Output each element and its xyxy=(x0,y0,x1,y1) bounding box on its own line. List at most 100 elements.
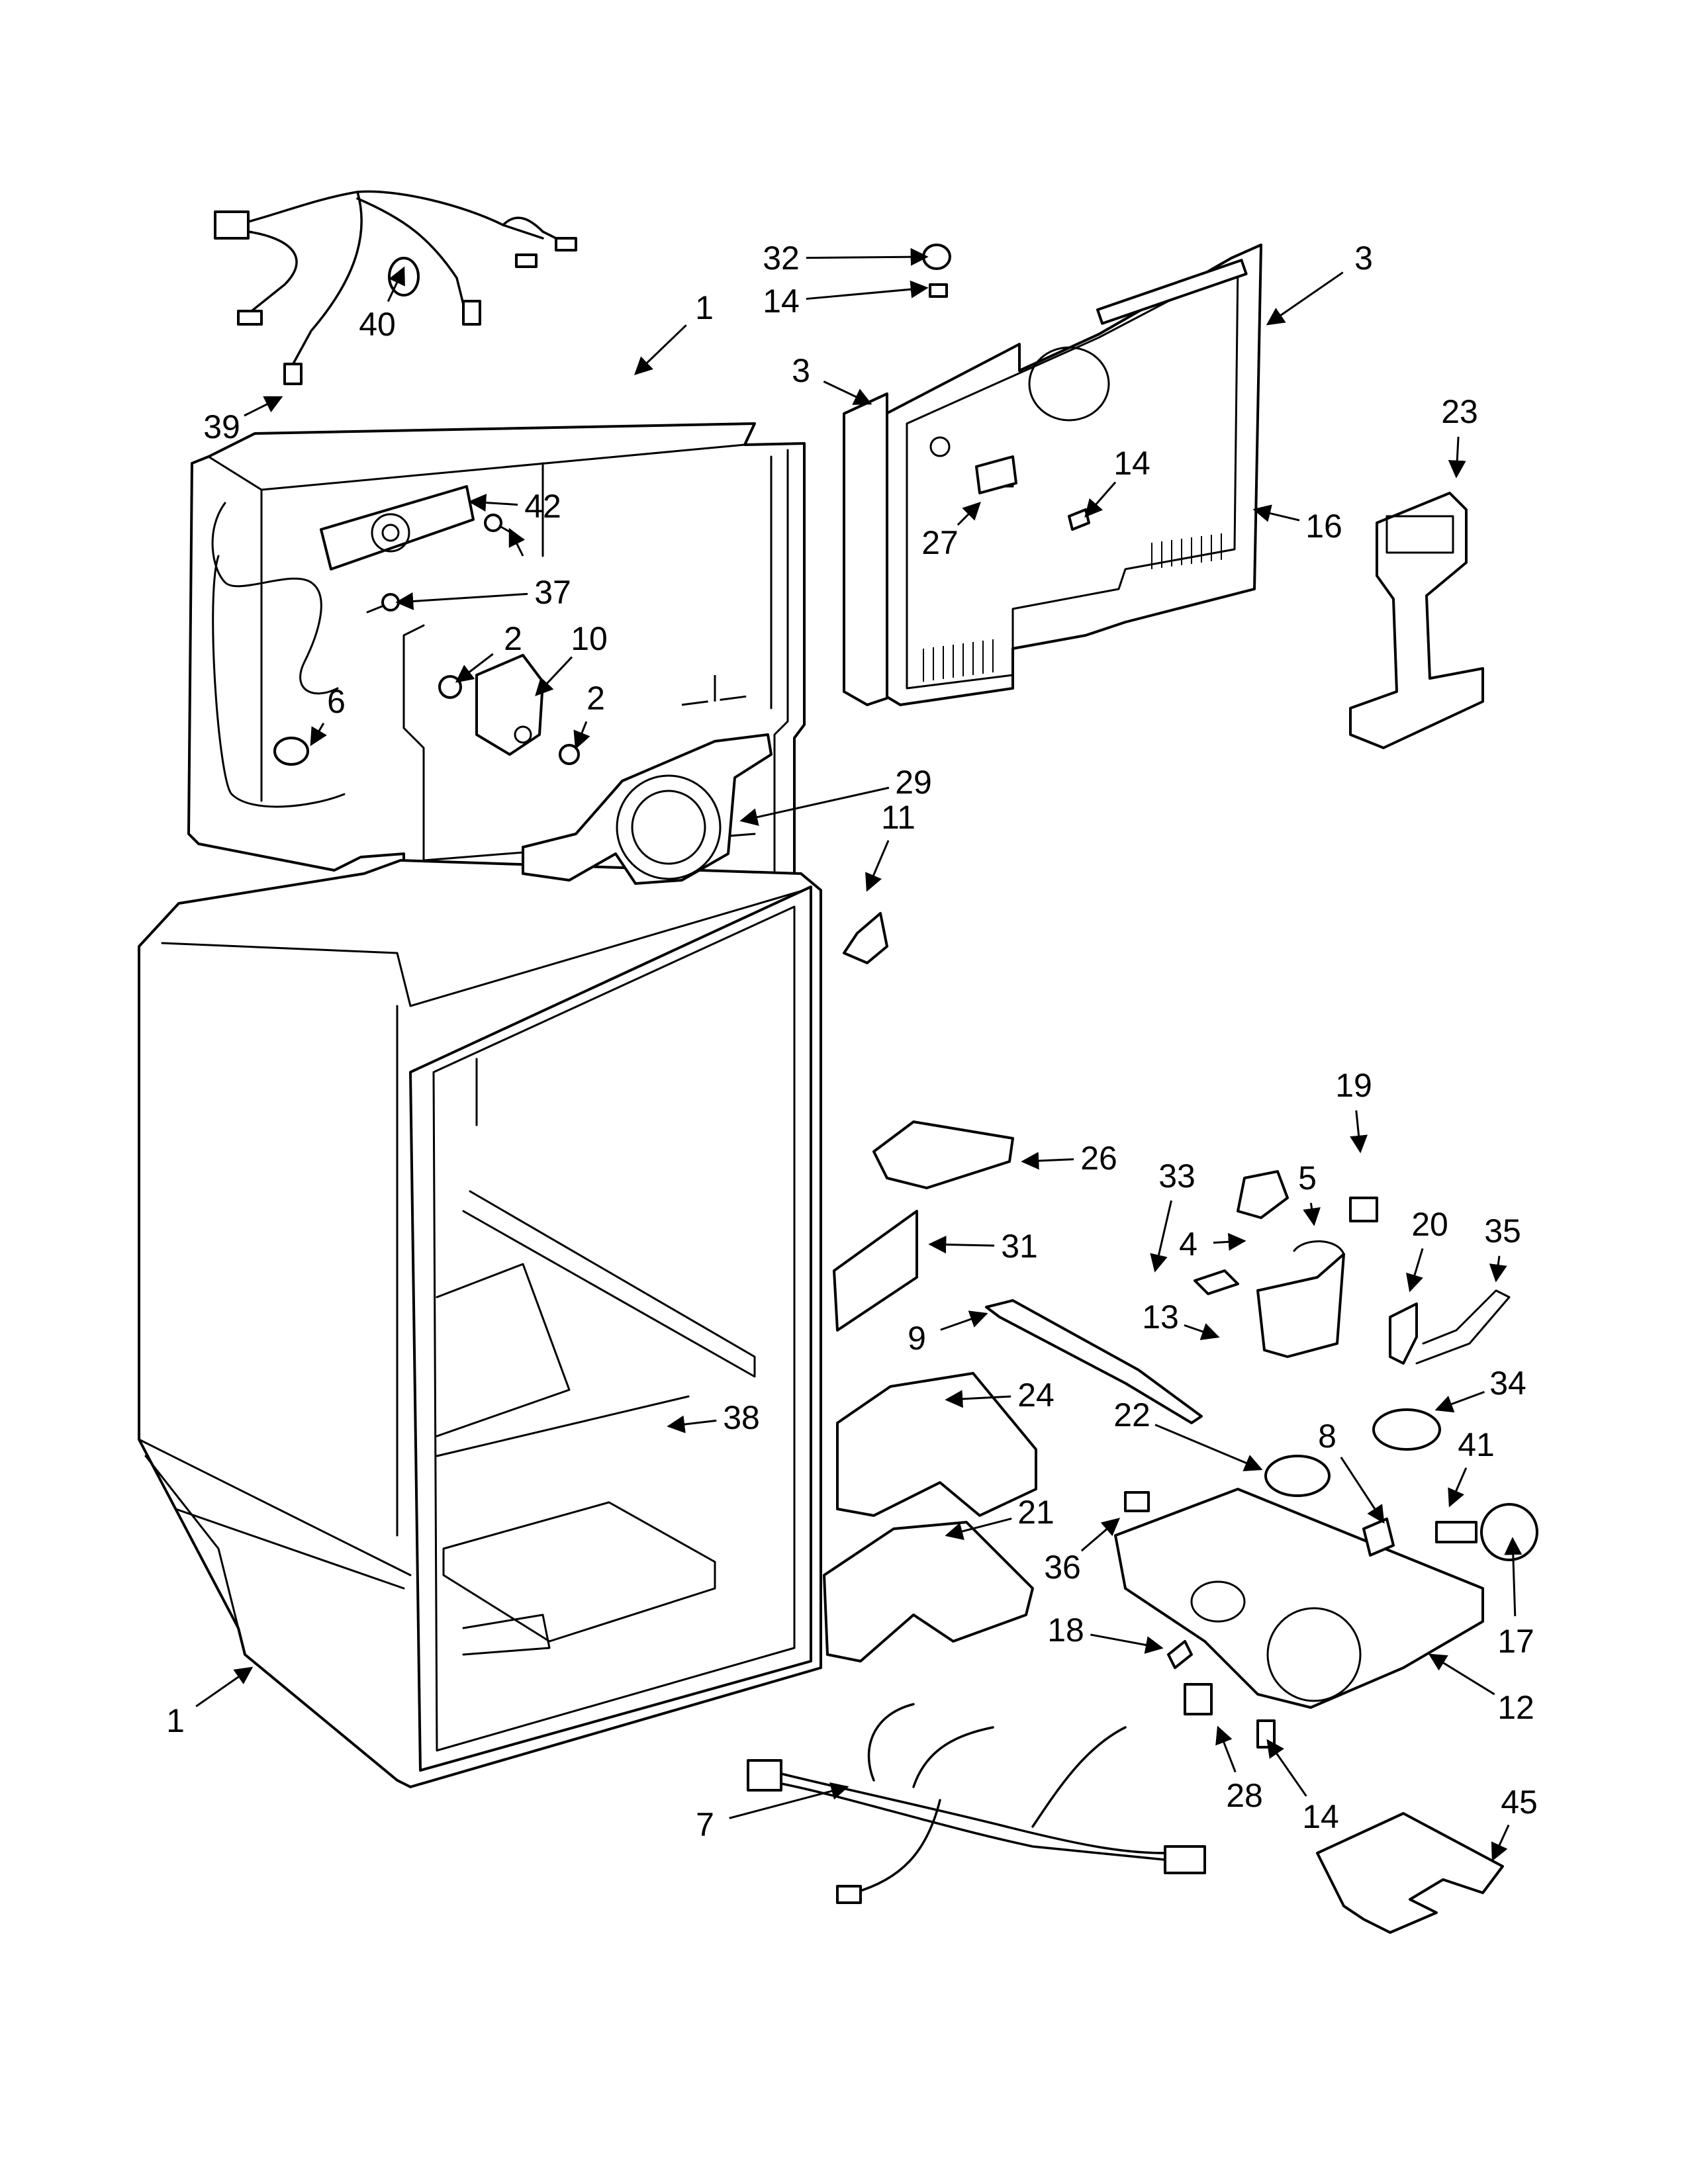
callout-leader xyxy=(1491,1824,1510,1862)
callout-number: 21 xyxy=(1017,1494,1055,1531)
control-bracket xyxy=(320,485,475,570)
label-36 xyxy=(1124,1491,1150,1512)
callout-leader xyxy=(865,840,890,892)
callout-c33: 33 xyxy=(1150,1158,1196,1273)
callout-number: 37 xyxy=(534,574,571,611)
callout-leader xyxy=(1428,1653,1495,1696)
callout-number: 26 xyxy=(1080,1140,1117,1177)
clip-5 xyxy=(1293,1240,1345,1255)
knob-2a xyxy=(438,675,462,699)
screw-14a xyxy=(929,283,948,298)
callout-c5: 5 xyxy=(1298,1160,1321,1226)
callout-leader xyxy=(1504,1537,1523,1617)
socket-4 xyxy=(1237,1170,1289,1219)
evaporator-cover xyxy=(843,244,1262,706)
callout-c14c: 14 xyxy=(1266,1739,1339,1835)
lamp-socket-22 xyxy=(1264,1455,1331,1497)
callout-c2a: 2 xyxy=(455,620,522,683)
callout-c12: 12 xyxy=(1428,1653,1534,1726)
callout-leader xyxy=(1080,1518,1121,1552)
callout-c3b: 3 xyxy=(792,352,872,405)
callout-number: 31 xyxy=(1001,1228,1038,1265)
callout-leader xyxy=(1090,1633,1164,1654)
callout-number: 27 xyxy=(921,524,959,561)
callout-number: 24 xyxy=(1017,1377,1055,1414)
callout-leader xyxy=(928,1236,995,1254)
callout-c38: 38 xyxy=(667,1399,760,1436)
air-duct xyxy=(1349,492,1484,749)
callout-c24: 24 xyxy=(945,1377,1055,1414)
callout-leader xyxy=(1252,504,1300,522)
callout-number: 45 xyxy=(1501,1784,1538,1821)
callout-c37: 37 xyxy=(395,574,571,611)
lamp-socket-34 xyxy=(1372,1408,1441,1451)
callout-c13: 13 xyxy=(1142,1298,1220,1340)
callout-number: 10 xyxy=(571,620,608,657)
callout-number: 33 xyxy=(1158,1158,1196,1195)
callout-layer: 1122334567891011121314141416171819202122… xyxy=(166,240,1538,1862)
callout-number: 3 xyxy=(792,352,810,389)
fan-shroud xyxy=(522,733,773,885)
callout-number: 34 xyxy=(1489,1365,1526,1402)
callout-leader xyxy=(634,324,687,375)
callout-c8: 8 xyxy=(1318,1418,1385,1524)
callout-leader xyxy=(806,248,929,266)
callout-c17: 17 xyxy=(1497,1537,1534,1660)
callout-c19: 19 xyxy=(1335,1067,1372,1154)
callout-c2b: 2 xyxy=(573,680,605,750)
callout-number: 2 xyxy=(504,620,522,657)
callout-leader xyxy=(1448,436,1466,478)
callout-leader xyxy=(1184,1323,1220,1340)
screw-14c xyxy=(1256,1719,1276,1749)
callout-c9: 9 xyxy=(908,1310,988,1357)
callout-c27: 27 xyxy=(921,502,981,561)
thermostat xyxy=(475,654,544,756)
clip-28 xyxy=(1184,1683,1213,1715)
callout-leader xyxy=(195,1666,254,1707)
callout-leader xyxy=(310,723,327,747)
callout-leader xyxy=(244,396,283,417)
callout-number: 29 xyxy=(895,764,932,801)
callout-number: 14 xyxy=(1113,445,1150,482)
screw-14b xyxy=(1068,508,1090,531)
callout-c18: 18 xyxy=(1047,1612,1164,1654)
callout-number: 8 xyxy=(1318,1418,1336,1455)
grommet-32 xyxy=(922,244,951,270)
callout-number: 11 xyxy=(881,799,915,836)
callout-leader xyxy=(957,502,981,526)
callout-c14b: 14 xyxy=(1084,445,1150,518)
callout-number: 6 xyxy=(327,683,346,720)
callout-c37b xyxy=(508,527,525,557)
callout-leader xyxy=(667,1415,717,1433)
switch-20 xyxy=(1389,1302,1418,1365)
spacer-18 xyxy=(1167,1640,1193,1669)
switch-19 xyxy=(1349,1197,1378,1222)
callout-leader xyxy=(535,656,573,696)
callout-leader xyxy=(455,653,494,683)
cover-21 xyxy=(823,1521,1034,1662)
callout-c34: 34 xyxy=(1434,1365,1526,1413)
callout-number: 35 xyxy=(1484,1212,1521,1250)
callout-number: 40 xyxy=(359,306,396,343)
callout-c36: 36 xyxy=(1044,1518,1121,1586)
callout-number: 22 xyxy=(1113,1396,1150,1433)
callout-c31: 31 xyxy=(928,1228,1038,1265)
knob-2b xyxy=(559,744,580,765)
callout-c21: 21 xyxy=(945,1494,1055,1540)
callout-leader xyxy=(1150,1200,1172,1273)
callout-number: 7 xyxy=(696,1806,714,1843)
callout-number: 14 xyxy=(1302,1798,1339,1835)
callout-c42: 42 xyxy=(468,488,561,525)
callout-leader xyxy=(1213,1232,1246,1251)
callout-number: 41 xyxy=(1458,1426,1495,1463)
lower-wire-harness xyxy=(747,1703,1206,1904)
callout-number: 18 xyxy=(1047,1612,1084,1649)
callout-leader xyxy=(508,527,525,557)
callout-c35: 35 xyxy=(1484,1212,1521,1283)
callout-leader xyxy=(395,592,528,610)
clip-27 xyxy=(975,455,1017,494)
callout-number: 39 xyxy=(203,408,240,445)
callout-c4: 4 xyxy=(1179,1226,1246,1263)
callout-number: 3 xyxy=(1354,240,1373,277)
callout-leader xyxy=(573,721,590,750)
